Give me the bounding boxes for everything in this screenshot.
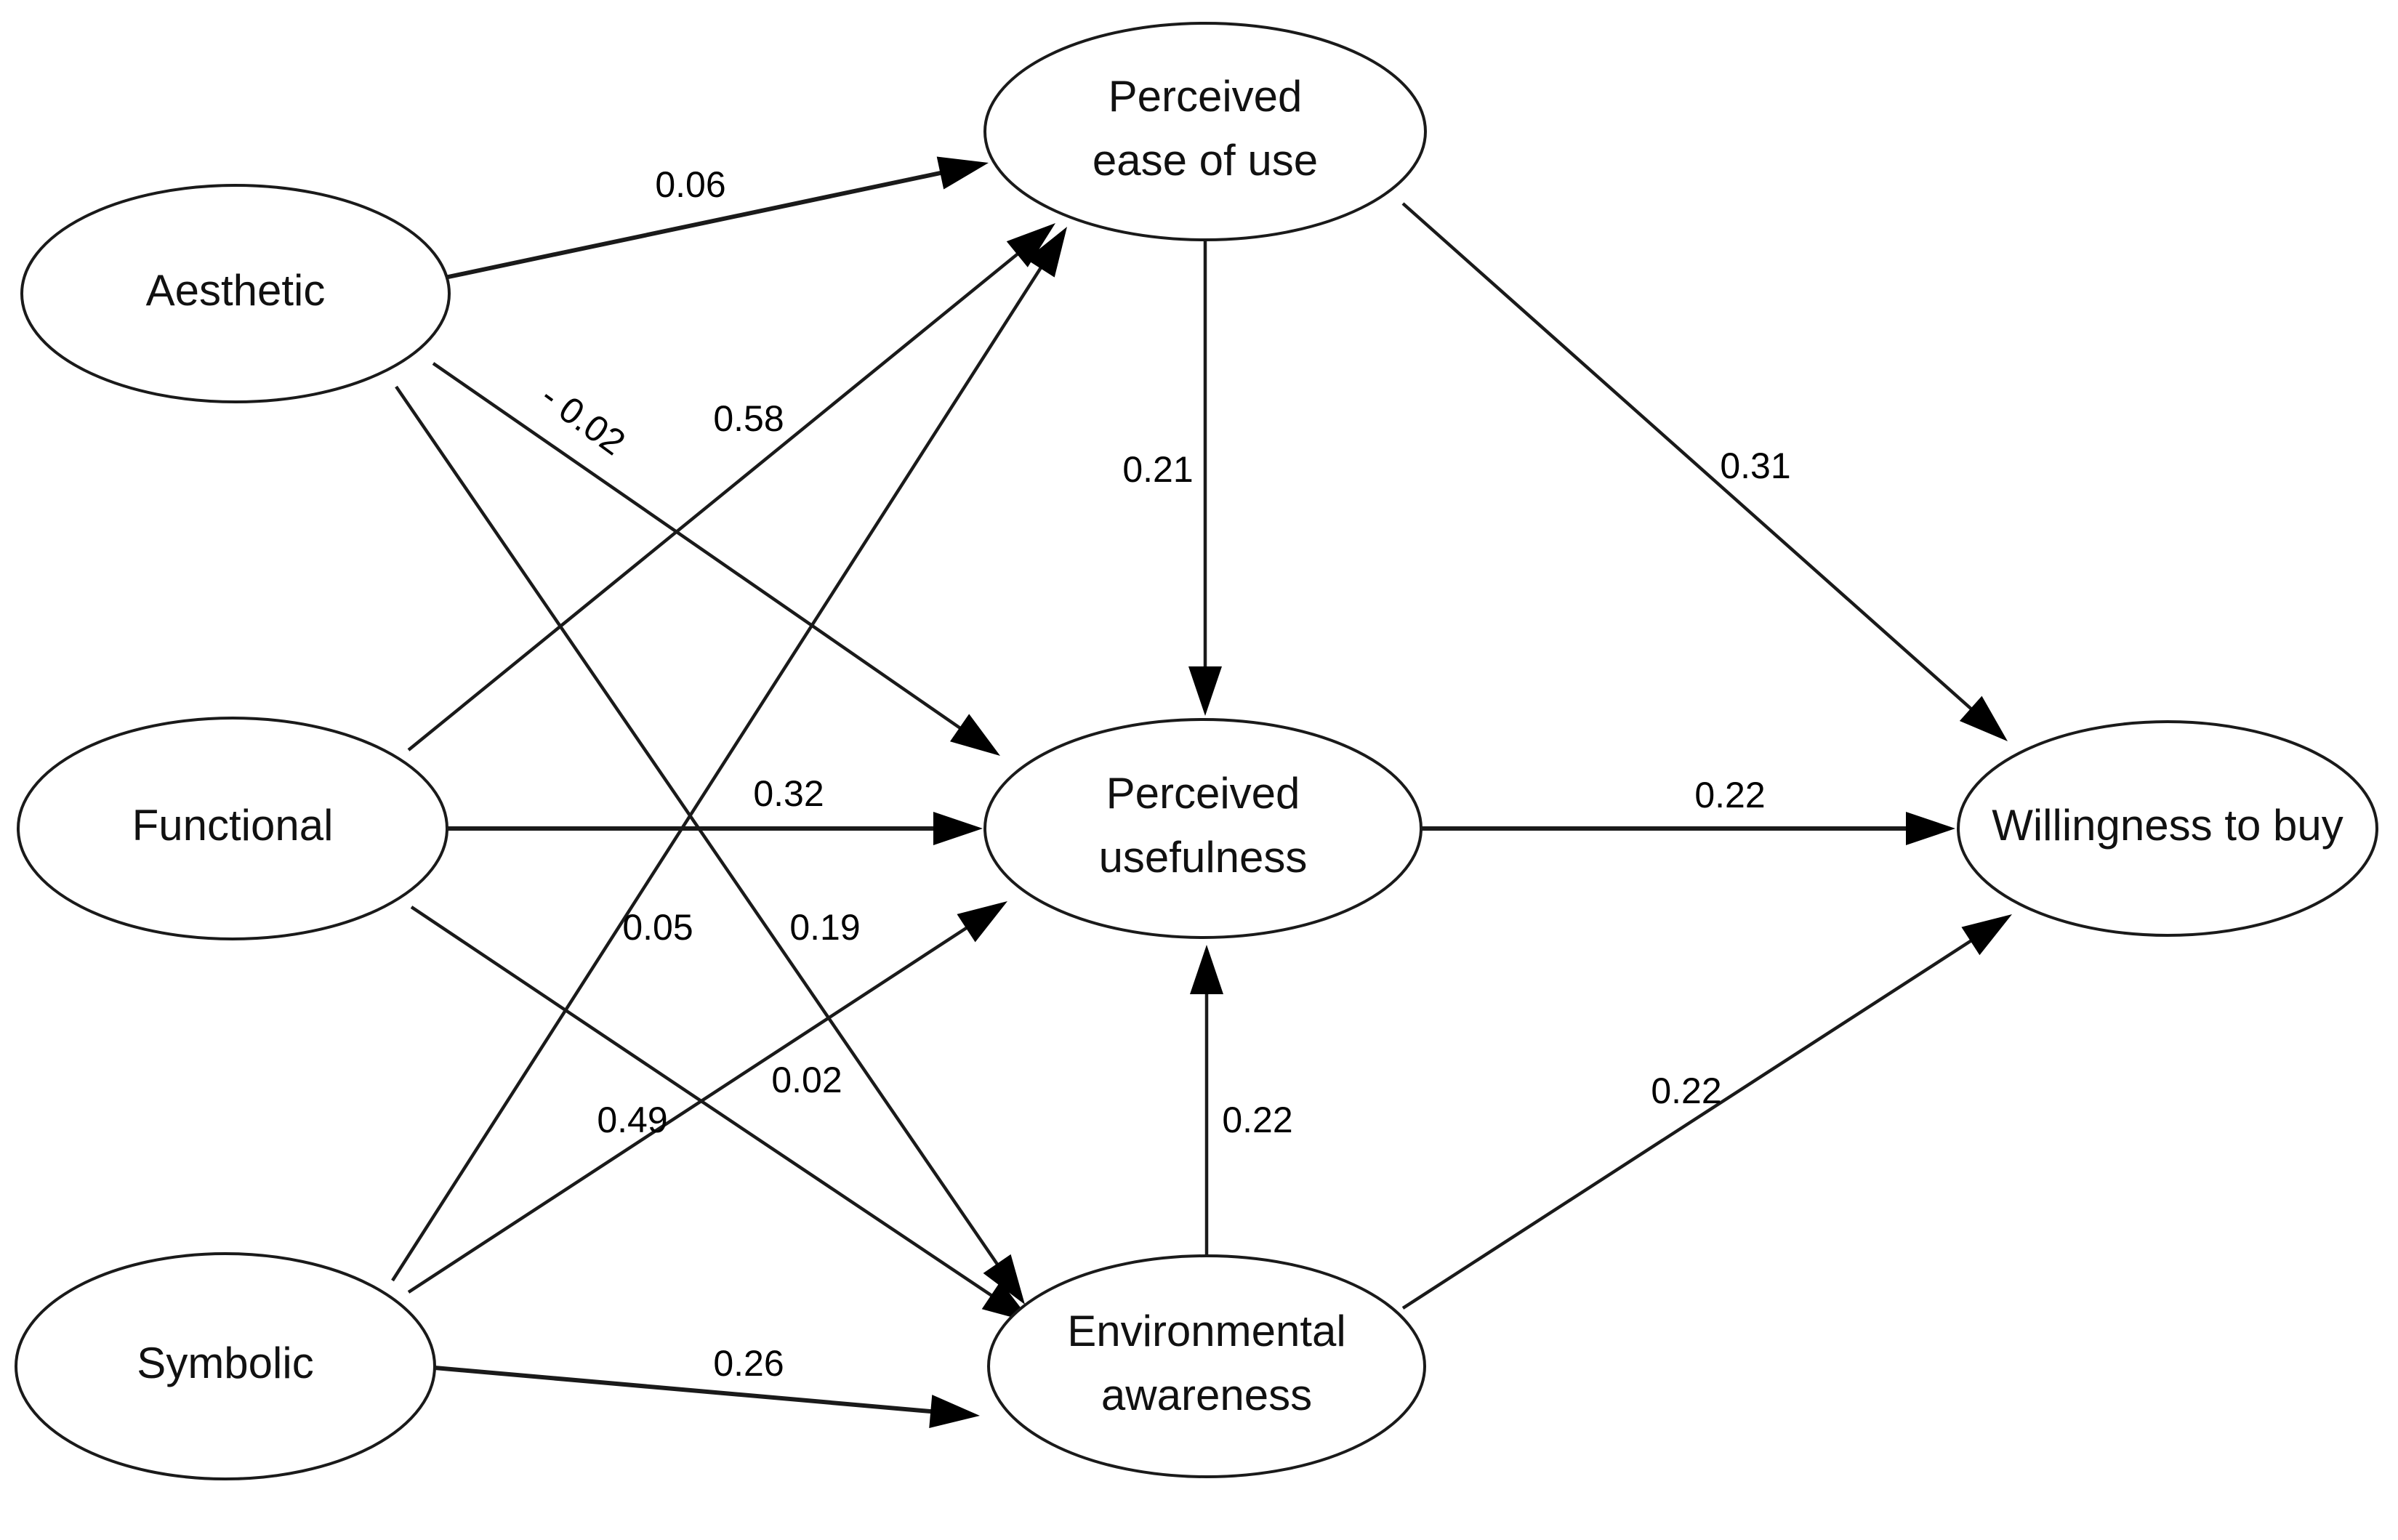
node-label-aesthetic: Aesthetic xyxy=(146,266,326,315)
path-line-functional-to-ea xyxy=(410,906,996,1299)
arrowhead-icon-aesthetic-to-pu xyxy=(949,714,1000,756)
arrowhead-icon-symbolic-to-pu xyxy=(957,901,1007,943)
node-ellipse-pu xyxy=(983,718,1423,939)
node-aesthetic[interactable]: Aesthetic xyxy=(20,184,451,403)
node-ellipse-ea xyxy=(987,1254,1426,1478)
coefficient-label-aesthetic-to-ea: 0.05 xyxy=(622,907,693,948)
arrowhead-icon-pu-to-wtb xyxy=(1906,812,1955,845)
coefficient-label-ea-to-pu: 0.22 xyxy=(1222,1100,1292,1140)
coefficient-label-symbolic-to-ea: 0.26 xyxy=(713,1343,784,1384)
node-label-wtb: Willingness to buy xyxy=(1992,801,2343,850)
node-label-pu-line2: usefulness xyxy=(1099,833,1308,882)
node-label-functional: Functional xyxy=(132,801,334,850)
node-ea[interactable]: Environmental awareness xyxy=(987,1254,1426,1478)
coefficient-labels-layer: 0.06 - 0.02 0.05 0.58 0.32 0.02 0.19 0.49 0.26 0.… xyxy=(534,164,1791,1384)
node-wtb[interactable]: Willingness to buy xyxy=(1957,720,2378,937)
arrowhead-icon-peou-to-pu xyxy=(1188,666,1222,716)
path-line-aesthetic-to-peou xyxy=(444,169,945,280)
arrowhead-icon-symbolic-to-ea xyxy=(929,1395,980,1428)
arrowhead-icon-ea-to-wtb xyxy=(1961,914,2012,956)
node-peou[interactable]: Perceived ease of use xyxy=(983,22,1427,241)
arrowhead-icon-symbolic-to-peou xyxy=(1026,227,1067,278)
arrowhead-icon-ea-to-pu xyxy=(1190,945,1223,994)
node-symbolic[interactable]: Symbolic xyxy=(15,1252,436,1480)
path-line-peou-to-wtb xyxy=(1401,202,1976,713)
coefficient-label-functional-to-ea: 0.02 xyxy=(771,1060,842,1100)
path-line-aesthetic-to-pu xyxy=(432,362,965,732)
coefficient-label-symbolic-to-pu: 0.49 xyxy=(597,1100,667,1140)
coefficient-label-functional-to-peou: 0.58 xyxy=(713,398,784,439)
coefficient-label-peou-to-pu: 0.21 xyxy=(1122,449,1193,490)
node-label-peou-line2: ease of use xyxy=(1093,136,1318,185)
coefficient-label-peou-to-wtb: 0.31 xyxy=(1720,446,1790,486)
node-functional[interactable]: Functional xyxy=(17,717,448,940)
node-label-pu-line1: Perceived xyxy=(1106,769,1300,818)
coefficient-label-aesthetic-to-peou: 0.06 xyxy=(655,164,725,205)
edges-layer xyxy=(391,169,1976,1414)
arrowhead-icon-functional-to-pu xyxy=(933,812,983,845)
node-label-ea-line1: Environmental xyxy=(1067,1307,1346,1355)
coefficient-label-symbolic-to-peou: 0.19 xyxy=(789,907,860,948)
path-line-symbolic-to-peou xyxy=(391,264,1045,1282)
node-ellipse-peou xyxy=(983,22,1427,241)
node-label-peou-line1: Perceived xyxy=(1109,72,1303,121)
node-ellipse-symbolic xyxy=(15,1252,436,1480)
coefficient-label-pu-to-wtb: 0.22 xyxy=(1694,775,1765,815)
node-ellipse-functional xyxy=(17,717,448,940)
arrowhead-icon-peou-to-wtb xyxy=(1959,696,2008,741)
coefficient-label-functional-to-pu: 0.32 xyxy=(753,773,824,814)
path-line-symbolic-to-pu xyxy=(407,924,971,1294)
node-label-symbolic: Symbolic xyxy=(137,1339,313,1387)
arrowhead-icon-aesthetic-to-ea xyxy=(983,1254,1025,1305)
coefficient-label-ea-to-wtb: 0.22 xyxy=(1651,1071,1721,1111)
path-line-functional-to-peou xyxy=(407,250,1022,751)
node-label-ea-line2: awareness xyxy=(1101,1371,1312,1419)
arrowhead-icon-aesthetic-to-peou xyxy=(936,156,989,190)
node-ellipse-aesthetic xyxy=(20,184,451,403)
path-line-symbolic-to-ea xyxy=(434,1366,936,1414)
path-line-ea-to-wtb xyxy=(1401,937,1976,1310)
arrowhead-icon-functional-to-peou xyxy=(1006,223,1055,267)
arrowheads-layer xyxy=(929,156,2012,1428)
node-ellipse-wtb xyxy=(1957,720,2378,937)
node-pu[interactable]: Perceived usefulness xyxy=(983,718,1423,939)
coefficient-label-aesthetic-to-pu: - 0.02 xyxy=(534,376,632,463)
